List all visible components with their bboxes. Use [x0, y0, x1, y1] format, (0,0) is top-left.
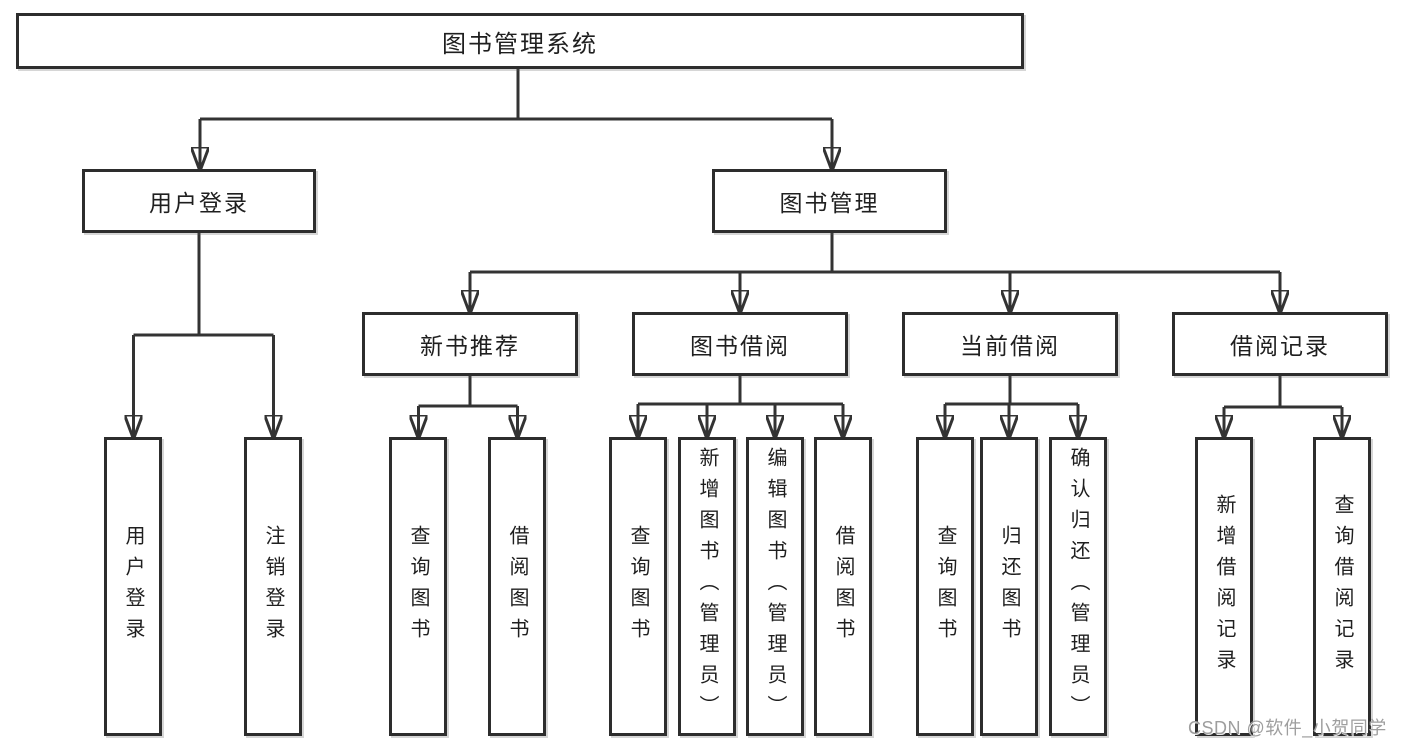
leaf-label: 确认归还（管理员）: [1067, 447, 1089, 726]
leaf-label: 新增图书（管理员）: [696, 447, 718, 726]
leaf-label: 新增借阅记录: [1213, 493, 1235, 680]
node-library-management-system: 图书管理系统: [16, 13, 1024, 69]
csdn-watermark: CSDN @软件_小贺同学: [1188, 718, 1387, 738]
leaf-borrow-books: 借阅图书: [814, 437, 872, 736]
connector-line: [1224, 376, 1342, 409]
leaf-return-books: 归还图书: [980, 437, 1038, 736]
leaf-label: 查询图书: [627, 524, 649, 649]
node-borrowing-records: 借阅记录: [1172, 312, 1388, 376]
node-book-management: 图书管理: [712, 169, 947, 233]
leaf-logout: 注销登录: [244, 437, 302, 736]
leaf-label: 查询借阅记录: [1331, 493, 1353, 680]
leaf-label: 注销登录: [262, 524, 284, 649]
leaf-query-borrow-record: 查询借阅记录: [1313, 437, 1371, 736]
node-new-book-recommendation: 新书推荐: [362, 312, 578, 376]
node-user-login: 用户登录: [82, 169, 316, 233]
connector-line: [418, 376, 518, 408]
leaf-confirm-return-admin: 确认归还（管理员）: [1049, 437, 1107, 736]
leaf-query-books-current: 查询图书: [916, 437, 974, 736]
leaf-label: 借阅图书: [832, 524, 854, 649]
leaf-label: 查询图书: [407, 524, 429, 649]
leaf-label: 查询图书: [934, 524, 956, 649]
connector-line: [638, 376, 843, 406]
leaf-user-login: 用户登录: [104, 437, 162, 736]
leaf-label: 归还图书: [998, 524, 1020, 649]
connector-line: [133, 233, 274, 337]
leaf-query-books-recommend: 查询图书: [389, 437, 447, 736]
leaf-add-books-admin: 新增图书（管理员）: [678, 437, 736, 736]
connector-line: [470, 233, 1280, 274]
connector-line: [200, 69, 832, 121]
node-book-borrowing: 图书借阅: [632, 312, 848, 376]
leaf-label: 用户登录: [122, 524, 144, 649]
leaf-query-books-borrow: 查询图书: [609, 437, 667, 736]
leaf-borrow-books-recommend: 借阅图书: [488, 437, 546, 736]
leaf-add-borrow-record: 新增借阅记录: [1195, 437, 1253, 736]
connector-line: [945, 376, 1078, 406]
node-current-borrowing: 当前借阅: [902, 312, 1118, 376]
leaf-edit-books-admin: 编辑图书（管理员）: [746, 437, 804, 736]
leaf-label: 借阅图书: [506, 524, 528, 649]
leaf-label: 编辑图书（管理员）: [764, 447, 786, 726]
